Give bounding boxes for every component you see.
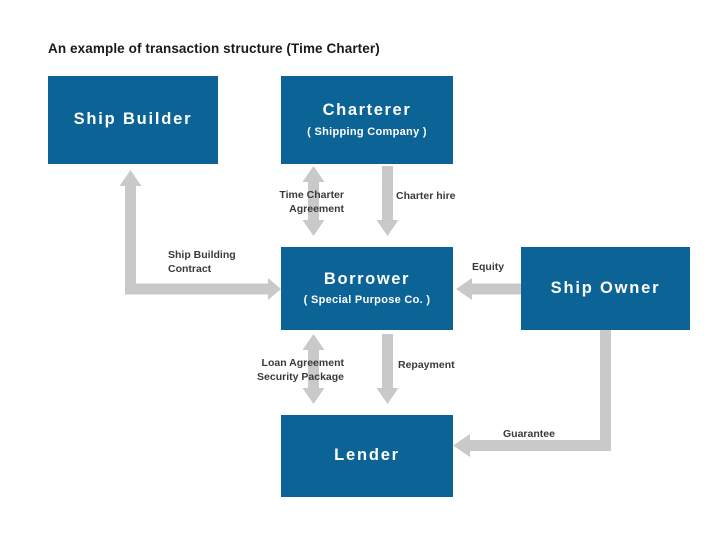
- entity-name-ship-builder: Ship Builder: [73, 110, 193, 129]
- entity-box-borrower[interactable]: Borrower ( Special Purpose Co. ): [281, 247, 453, 330]
- arrow-label-ship-building-contract: Ship Building Contract: [168, 249, 236, 276]
- entity-box-ship-owner[interactable]: Ship Owner: [521, 247, 690, 330]
- entity-subtitle-charterer: ( Shipping Company ): [307, 125, 427, 138]
- entity-name-lender: Lender: [334, 446, 400, 465]
- arrow-label-equity: Equity: [472, 261, 505, 273]
- entity-name-charterer: Charterer: [322, 101, 412, 119]
- arrow-label-guarantee: Guarantee: [503, 428, 555, 440]
- arrow-label-repayment: Repayment: [398, 359, 455, 371]
- entity-subtitle-borrower: ( Special Purpose Co. ): [303, 294, 431, 307]
- arrow-loan-agreement: [302, 334, 325, 404]
- page-title: An example of transaction structure (Tim…: [48, 41, 380, 56]
- entity-name-borrower: Borrower: [323, 269, 411, 288]
- arrow-ship-building-contract: [119, 170, 281, 300]
- arrow-label-charter-hire: Charter hire: [396, 190, 456, 202]
- arrow-guarantee: [453, 330, 611, 457]
- arrow-label-time-charter-agreement: Time Charter Agreement: [279, 189, 344, 216]
- entity-box-lender[interactable]: Lender: [281, 415, 453, 497]
- arrow-equity: [456, 278, 521, 300]
- entity-name-ship-owner: Ship Owner: [550, 278, 661, 297]
- arrow-time-charter-agreement: [302, 166, 325, 236]
- entity-box-ship-builder[interactable]: Ship Builder: [48, 76, 218, 164]
- arrow-charter-hire: [376, 166, 399, 236]
- arrow-repayment: [376, 334, 399, 404]
- arrow-label-loan-agreement-security-package: Loan Agreement Security Package: [257, 357, 344, 384]
- entity-box-charterer[interactable]: Charterer ( Shipping Company ): [281, 76, 453, 164]
